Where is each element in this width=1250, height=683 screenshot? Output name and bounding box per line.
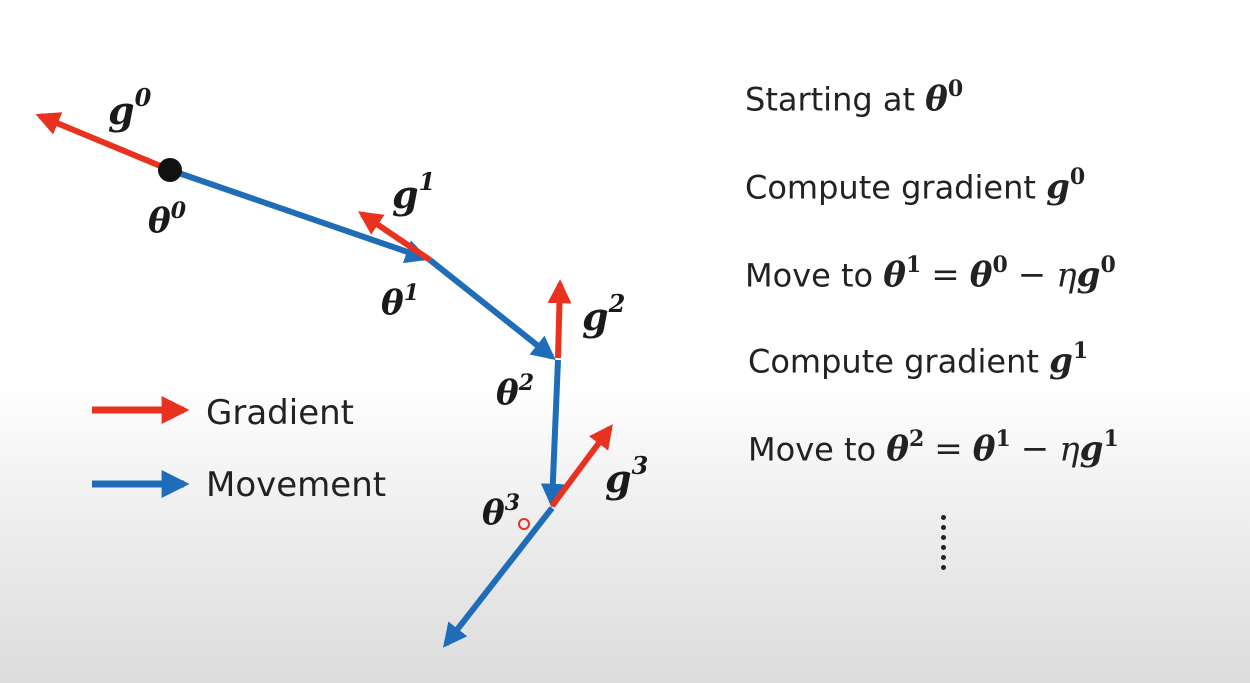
movement-arrow-2-3 xyxy=(540,359,565,508)
step-2-text: Compute gradient xyxy=(745,168,1047,207)
legend-movement-label: Movement xyxy=(206,465,386,505)
start-point-dot xyxy=(158,158,182,182)
movement-arrow-0-1 xyxy=(169,167,430,264)
movement-arrow-1-2 xyxy=(428,257,556,360)
legend-gradient-label: Gradient xyxy=(206,393,354,433)
gradient-arrow-0 xyxy=(35,112,172,173)
legend: Gradient Movement xyxy=(92,393,386,505)
step-starting: Starting at θ0 xyxy=(745,76,964,120)
theta-3-label: θ3 xyxy=(482,490,520,533)
step-compute-g1: Compute gradient g1 xyxy=(748,338,1089,382)
step-1-text: Starting at xyxy=(745,80,926,119)
step-3-text: Move to xyxy=(745,256,884,295)
step-compute-g0: Compute gradient g0 xyxy=(745,164,1086,208)
gradient-arrow-2 xyxy=(547,279,572,359)
theta-1-label: θ1 xyxy=(381,280,419,323)
g-1-label: g1 xyxy=(392,167,435,217)
gradient-arrow-3 xyxy=(549,424,613,508)
step-4-text: Compute gradient xyxy=(748,342,1050,381)
step-5-text: Move to xyxy=(748,430,887,469)
continuation-ellipsis xyxy=(940,515,948,585)
step-4-g: g1 xyxy=(1049,338,1089,382)
movement-arrow-3-next xyxy=(443,506,555,648)
g-3-label: g3 xyxy=(605,451,648,501)
theta-2-label: θ2 xyxy=(496,370,534,413)
cursor-indicator xyxy=(518,518,530,530)
step-2-g: g0 xyxy=(1046,164,1086,208)
gradient-arrow-1 xyxy=(358,211,432,263)
g-0-label: g0 xyxy=(108,83,152,133)
step-move-theta2: Move to θ2=θ1−ηg1 xyxy=(748,426,1119,470)
g-2-label: g2 xyxy=(582,289,625,339)
step-move-theta1: Move to θ1=θ0−ηg0 xyxy=(745,252,1116,296)
theta-0-label: θ0 xyxy=(148,198,187,241)
step-1-theta: θ0 xyxy=(925,76,964,120)
